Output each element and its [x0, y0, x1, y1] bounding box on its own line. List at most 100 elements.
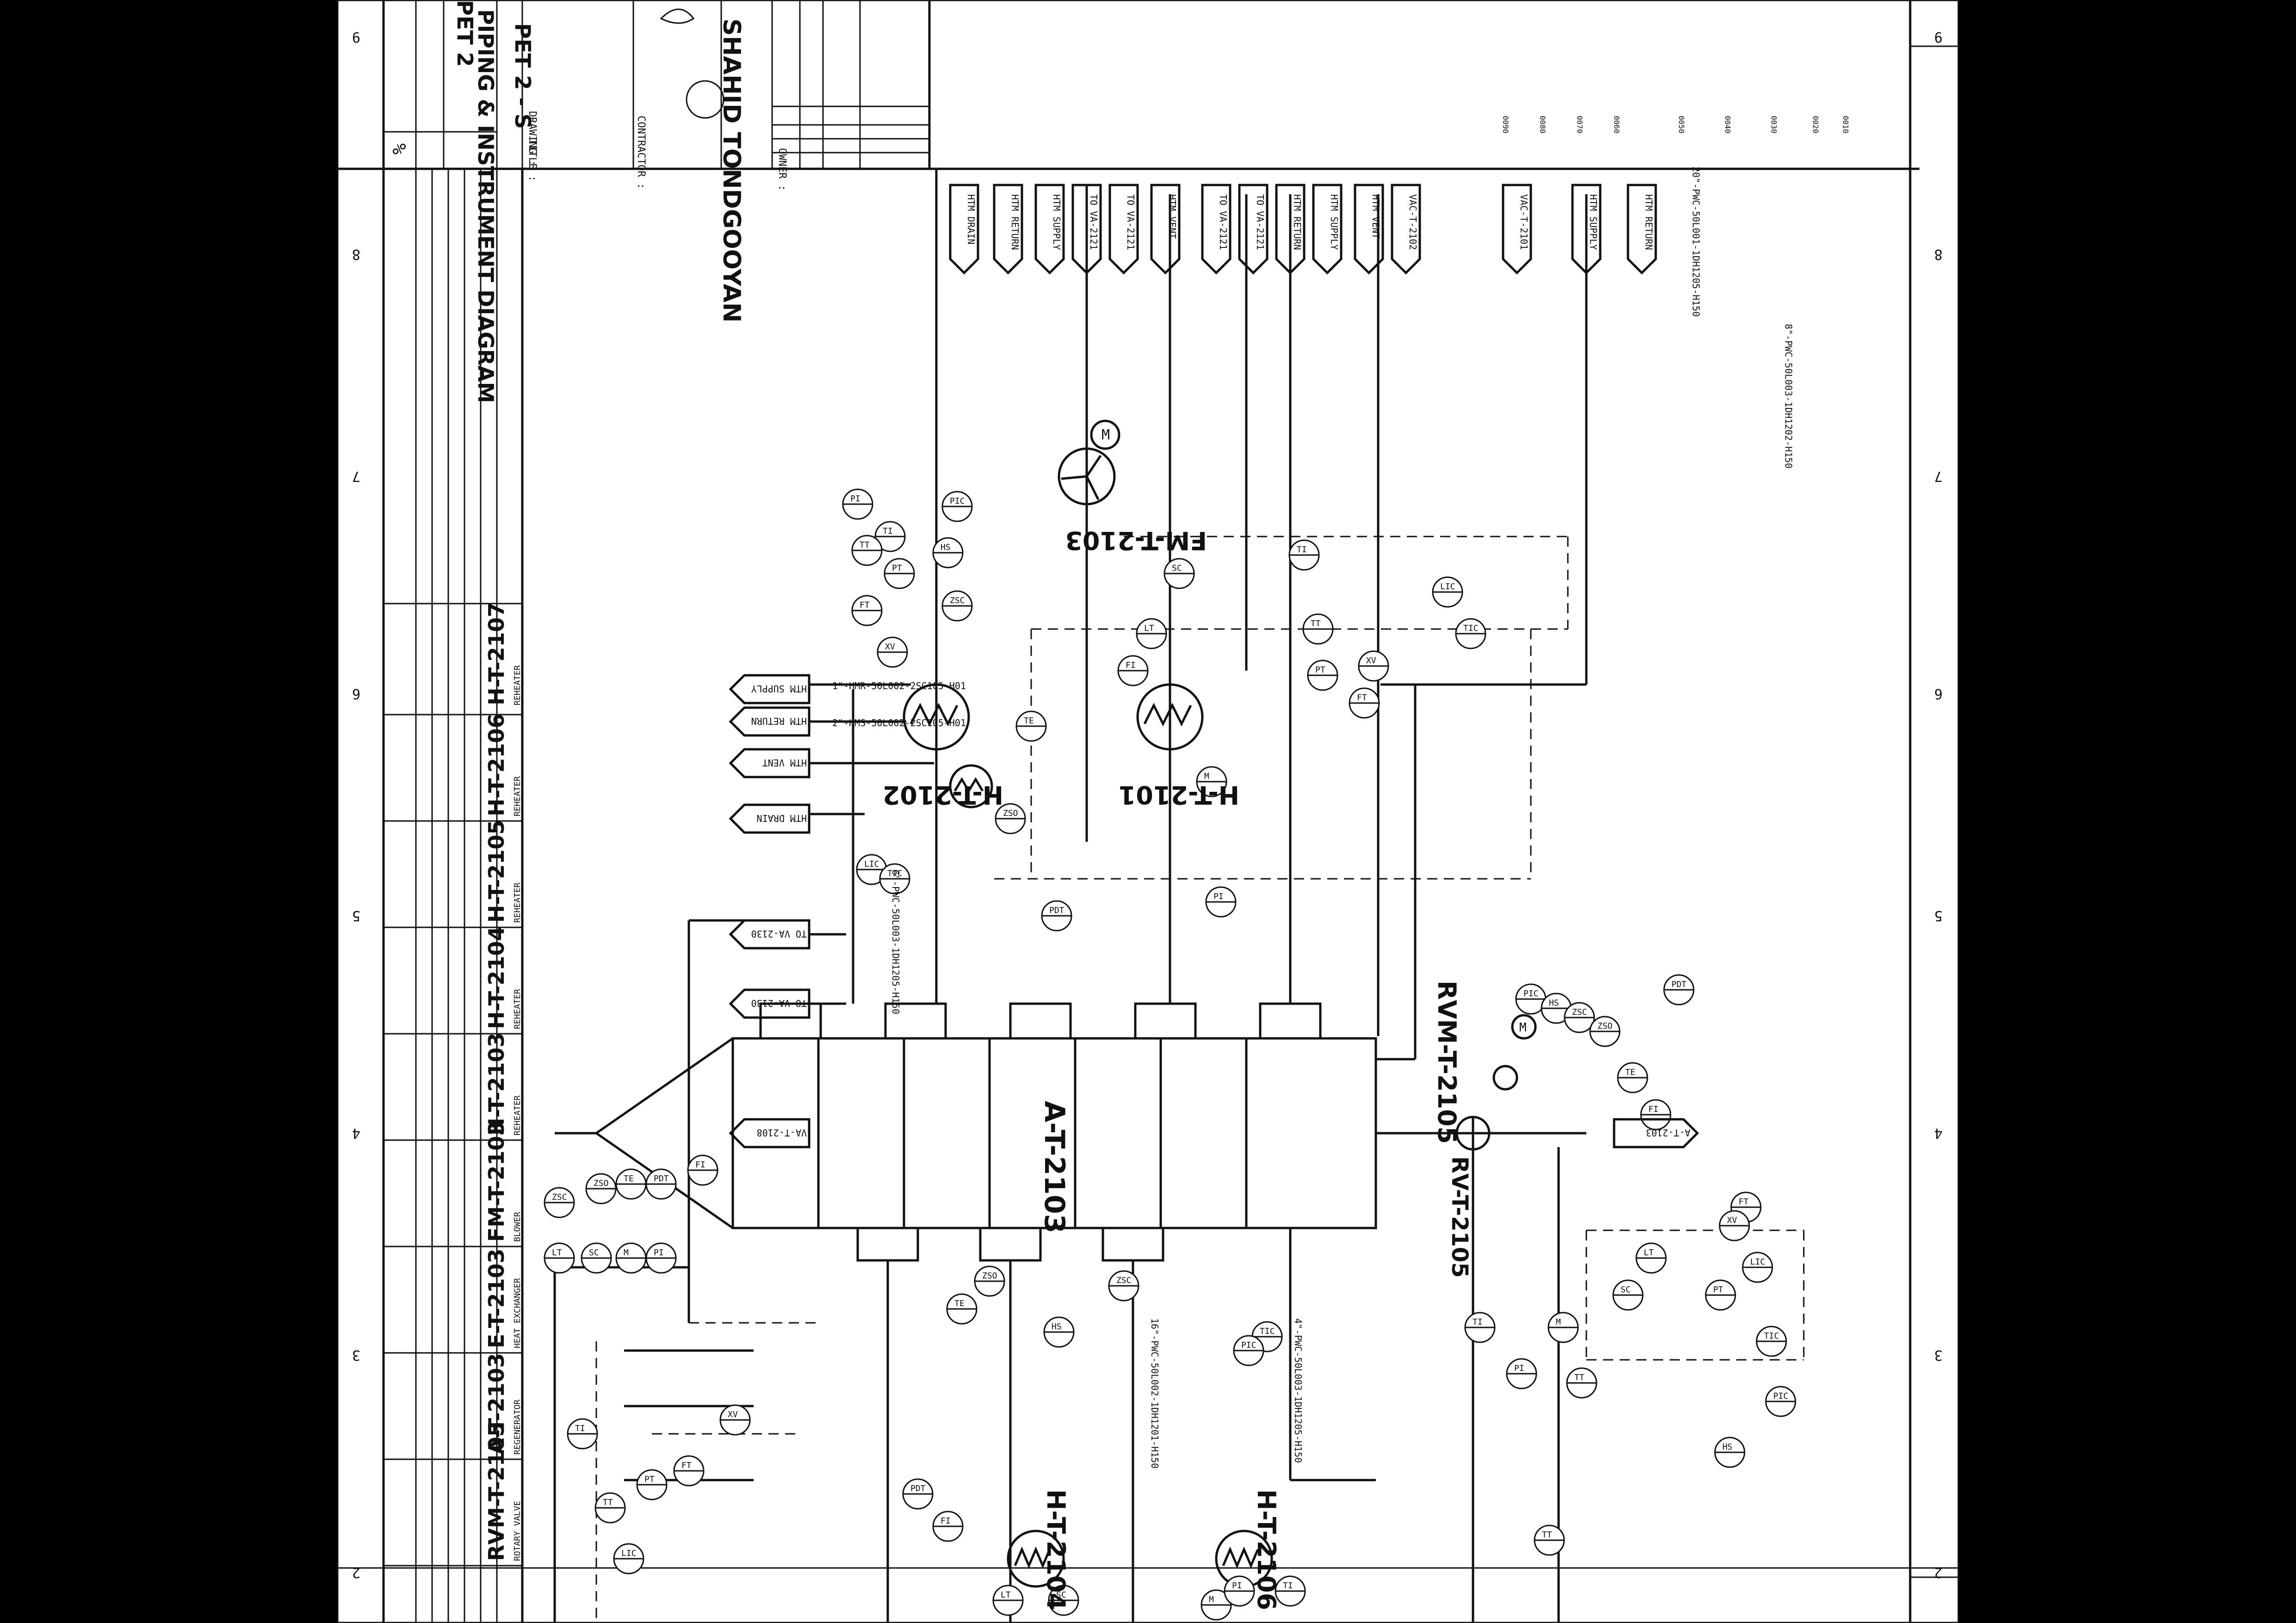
instrument-bubble: PDT [1041, 900, 1072, 932]
drawing-border [337, 0, 1959, 1623]
line-numbers: 20"-PWC-50L001-1DH1205-H1508"-PWC-50L003… [832, 167, 1794, 1469]
contractor-label: CONTRACTOR : [635, 116, 647, 189]
offpage-connector-flag: TO VA-2121 [1238, 184, 1269, 275]
instrument-bubble: HS [1043, 1316, 1075, 1348]
svg-text:TIC: TIC [1260, 1327, 1275, 1336]
instrument-bubble: TI [1275, 1575, 1306, 1607]
offpage-connector-flag: VAC-T-2101 [1502, 184, 1532, 275]
svg-text:XV: XV [1366, 656, 1376, 666]
equipment-labels: FM-T-2103 H-T-2102 H-T-2101 A-T-2103 RVM… [883, 526, 1473, 1610]
instrument-bubble: TI [1464, 1312, 1496, 1343]
instrument-bubble: TIC [1756, 1326, 1787, 1357]
svg-text:7: 7 [1934, 468, 1943, 484]
svg-text:0050: 0050 [1677, 116, 1686, 134]
heater-h-t-2104 [1007, 1530, 1065, 1588]
label-h-t-2104: H-T-2104 [1041, 1489, 1071, 1610]
schedule-service: BLOWER [513, 1212, 522, 1242]
instrument-bubble: TT [1566, 1367, 1597, 1399]
schedule-tag: H-T-2103 [484, 1032, 509, 1135]
label-a-t-2103: A-T-2103 [1038, 1101, 1071, 1234]
svg-text:8: 8 [1934, 246, 1943, 262]
svg-text:0070: 0070 [1575, 116, 1584, 134]
instrument-bubble: FI [1640, 1099, 1671, 1130]
svg-text:ZSC: ZSC [950, 596, 965, 605]
svg-text:LT: LT [552, 1248, 562, 1258]
instrument-bubble: PDT [1663, 974, 1695, 1006]
signal-lines [595, 536, 1805, 1623]
svg-text:FT: FT [1357, 693, 1367, 703]
svg-text:HS: HS [1052, 1322, 1062, 1332]
svg-text:TE: TE [1625, 1068, 1635, 1077]
svg-text:PDT: PDT [1049, 906, 1064, 915]
instrument-bubble: TIC [879, 863, 910, 895]
offpage-connector-flag: TO VA-2121 [1108, 184, 1139, 275]
svg-text:SC: SC [1056, 1590, 1066, 1600]
instrument-bubble: FT [673, 1455, 705, 1487]
instrument-bubble: ZSC [941, 590, 973, 622]
drawing-title-2: PET 2 [452, 0, 477, 67]
schedule-service: REHEATER [513, 989, 522, 1029]
process-lines [553, 169, 1588, 1623]
svg-text:FI: FI [1126, 660, 1136, 670]
svg-text:4: 4 [352, 1125, 360, 1141]
svg-text:TIC: TIC [1463, 623, 1479, 633]
instrument-bubble: TE [946, 1293, 978, 1325]
instrument-bubble: LIC [1742, 1252, 1773, 1283]
svg-text:PI: PI [654, 1248, 664, 1258]
instrument-bubble: SC [1612, 1279, 1644, 1311]
svg-text:HTM VENT: HTM VENT [1167, 194, 1178, 239]
label-rvm-t-2105: RVM-T-2105 [1432, 981, 1461, 1144]
svg-text:TO VA-2121: TO VA-2121 [1125, 194, 1136, 250]
instrument-bubble: M [615, 1242, 647, 1274]
offpage-connector-flag: HTM RETURN [1627, 184, 1657, 275]
svg-text:VAC-T-2101: VAC-T-2101 [1518, 194, 1529, 250]
schedule-service: REHEATER [513, 776, 522, 816]
svg-text:TE: TE [624, 1174, 634, 1184]
blower-fm-t-2103: M [1058, 420, 1120, 506]
svg-text:2: 2 [1934, 1564, 1943, 1580]
instrument-bubble: PT [1705, 1279, 1736, 1311]
instrument-bubble: HS [1714, 1437, 1745, 1468]
instrument-bubble: PI [645, 1242, 677, 1274]
svg-text:6"-PWC-50L003-1DH1205-H150: 6"-PWC-50L003-1DH1205-H150 [890, 870, 901, 1014]
drawing-label: DRAWING : [526, 111, 538, 166]
instrument-bubble: PT [1307, 660, 1338, 691]
instrument-bubble: LIC [613, 1543, 644, 1574]
schedule-tag: E-T-2103 [484, 1249, 509, 1349]
instrument-bubble: PT [636, 1469, 668, 1500]
svg-text:PDT: PDT [654, 1174, 669, 1184]
offpage-connector-flag: HTM DRAIN [949, 184, 979, 275]
svg-text:PI: PI [1213, 892, 1224, 901]
rotary-valve-rvm-t-2105: M [1455, 1014, 1537, 1151]
svg-text:TO VA-2130: TO VA-2130 [751, 998, 807, 1009]
instrument-bubble: TI [874, 521, 906, 552]
instrument-bubble: SC [1163, 558, 1195, 589]
equipment-schedule [382, 167, 524, 1623]
svg-text:2"-HMS-50L002-2SC105-H01: 2"-HMS-50L002-2SC105-H01 [832, 717, 966, 728]
svg-text:TT: TT [1574, 1373, 1584, 1382]
schedule-service: HEAT EXCHANGER [513, 1278, 522, 1348]
svg-text:HTM SUPPLY: HTM SUPPLY [751, 683, 807, 694]
svg-text:TE: TE [1024, 716, 1034, 726]
instrument-bubble: PDT [902, 1478, 934, 1510]
svg-text:PT: PT [1315, 665, 1325, 675]
svg-text:TIC: TIC [887, 869, 903, 878]
instrument-bubble: PI [1506, 1358, 1537, 1389]
svg-text:M: M [1519, 1021, 1527, 1035]
drawing-title-1: PIPING & INSTRUMENT DIAGRAM [473, 9, 498, 403]
offpage-connector-flag: HTM RETURN [729, 706, 811, 737]
svg-text:TO VA-2121: TO VA-2121 [1088, 194, 1099, 250]
instrument-bubble: ZSO [974, 1265, 1005, 1297]
instrument-bubble: TI [567, 1418, 598, 1450]
schedule-tag: H-T-2104 [484, 926, 509, 1029]
offpage-connector-flag: HTM RETURN [993, 184, 1023, 275]
schedule-tag: H-T-2107 [484, 602, 509, 705]
instrument-bubble: TT [1534, 1524, 1565, 1556]
svg-text:5: 5 [352, 907, 360, 924]
svg-text:ZSO: ZSO [982, 1271, 997, 1281]
svg-text:1"-HMR-50L002-2SC105-H01: 1"-HMR-50L002-2SC105-H01 [832, 680, 966, 691]
instrument-bubble: LT [544, 1242, 575, 1274]
svg-text:PI: PI [1232, 1581, 1242, 1591]
instrument-bubble: SC [581, 1242, 612, 1274]
